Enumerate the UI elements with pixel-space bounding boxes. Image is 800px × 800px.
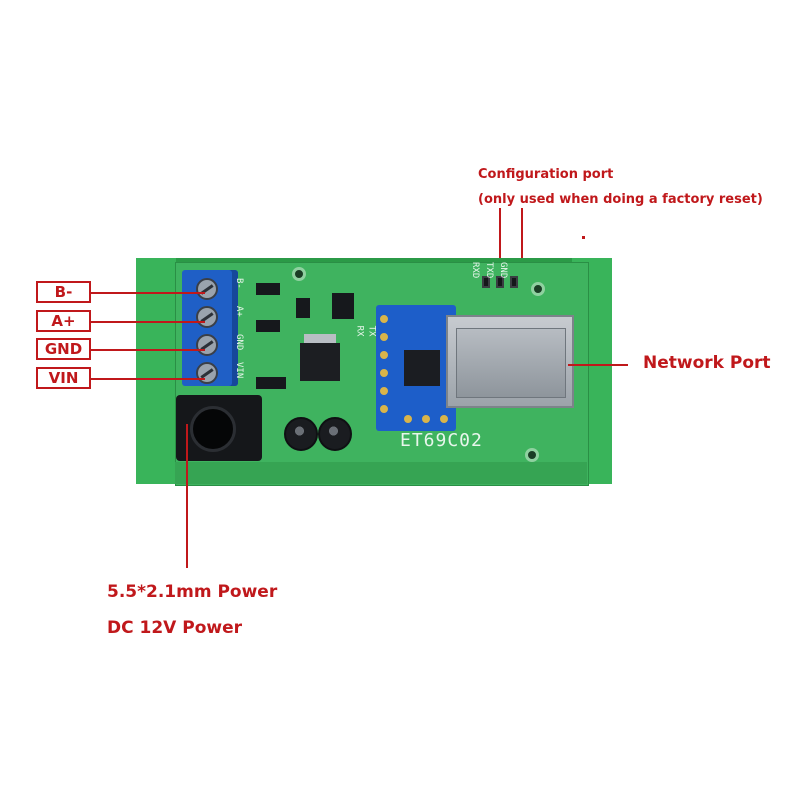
callout-power-line1: 5.5*2.1mm Power	[107, 582, 278, 602]
mount-hole	[531, 282, 545, 296]
rj45-jack-face	[456, 328, 566, 398]
diode	[256, 283, 280, 295]
electrolytic-capacitor	[318, 417, 352, 451]
transistor	[296, 298, 310, 318]
terminal-block	[182, 270, 238, 386]
leader-power	[186, 424, 188, 568]
mount-hole	[292, 267, 306, 281]
terminal-silk-label: GND	[234, 334, 244, 351]
pcb-model-text: ET69C02	[400, 430, 483, 451]
stray-dot	[582, 236, 585, 239]
module-chip	[404, 350, 440, 386]
config-leader-2	[521, 208, 523, 268]
leader-gnd	[91, 349, 205, 351]
silk-tx: TX	[366, 325, 377, 337]
callout-a-plus: A+	[36, 310, 91, 332]
leader-b-minus	[91, 292, 205, 294]
terminal-silk-label: VIN	[234, 362, 244, 379]
terminal-screw	[196, 278, 218, 300]
header-pin	[496, 276, 504, 288]
callout-power-line2: DC 12V Power	[107, 618, 242, 638]
voltage-regulator	[300, 343, 340, 381]
transceiver-ic	[332, 293, 354, 319]
diode	[256, 320, 280, 332]
terminal-silk-label: B-	[234, 278, 244, 289]
callout-network-port: Network Port	[643, 353, 771, 373]
config-port-title: Configuration port	[478, 167, 614, 182]
diode	[256, 377, 286, 389]
callout-gnd: GND	[36, 338, 91, 360]
electrolytic-capacitor	[284, 417, 318, 451]
leader-a-plus	[91, 321, 205, 323]
regulator-tab	[304, 334, 336, 344]
leader-network-port	[568, 364, 628, 366]
silk-rx: RX	[354, 325, 365, 337]
terminal-screw	[196, 362, 218, 384]
header-pin	[510, 276, 518, 288]
header-silk-label: GND	[498, 262, 508, 279]
terminal-screw	[196, 334, 218, 356]
callout-vin: VIN	[36, 367, 91, 389]
enclosure-left-rail	[136, 258, 176, 484]
mount-hole	[525, 448, 539, 462]
leader-vin	[91, 378, 205, 380]
config-leader-1	[499, 208, 501, 268]
pcb-bottom-edge	[175, 462, 587, 484]
terminal-silk-label: A+	[234, 306, 244, 317]
terminal-screw	[196, 306, 218, 328]
header-silk-label: RXD	[470, 262, 480, 279]
config-port-note: (only used when doing a factory reset)	[478, 192, 763, 207]
header-pin	[482, 276, 490, 288]
callout-b-minus: B-	[36, 281, 91, 303]
header-silk-label: TXD	[484, 262, 494, 279]
dc-barrel-jack-opening	[190, 406, 236, 452]
